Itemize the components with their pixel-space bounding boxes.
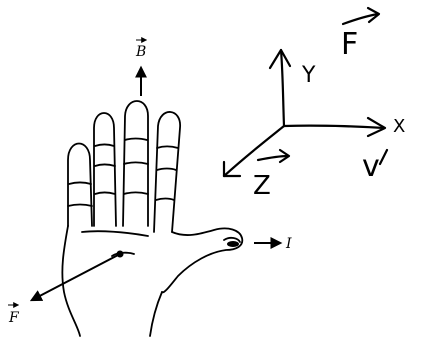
force-arrow	[29, 253, 121, 302]
z-axis-line	[222, 124, 286, 178]
y-axis-label: Y	[301, 63, 316, 88]
x-axis-line	[282, 124, 386, 130]
y-axis-arrowhead	[268, 48, 292, 70]
force-vector-mark	[341, 12, 380, 26]
velocity-label: v	[362, 149, 380, 184]
palm-outline	[61, 225, 81, 337]
thumbnail	[227, 241, 239, 247]
b-field-label: B	[135, 44, 146, 60]
z-axis-arrowhead	[222, 160, 242, 178]
z-vector-mark	[256, 154, 290, 162]
x-axis-label: X	[393, 116, 405, 137]
force-label-right: F	[341, 27, 358, 62]
thumb	[161, 227, 244, 294]
current-label: I	[285, 236, 292, 252]
y-axis-line	[279, 48, 286, 128]
pinky-finger	[67, 142, 93, 227]
middle-finger	[122, 100, 149, 227]
v-vector-mark	[378, 148, 389, 166]
force-label-left: F	[8, 310, 20, 326]
z-axis-label: Z	[253, 171, 271, 201]
axes-sketch	[222, 6, 389, 178]
ring-finger	[93, 112, 117, 227]
hand-drawing	[61, 100, 244, 337]
index-finger	[153, 111, 181, 233]
x-axis-arrowhead	[366, 116, 387, 138]
